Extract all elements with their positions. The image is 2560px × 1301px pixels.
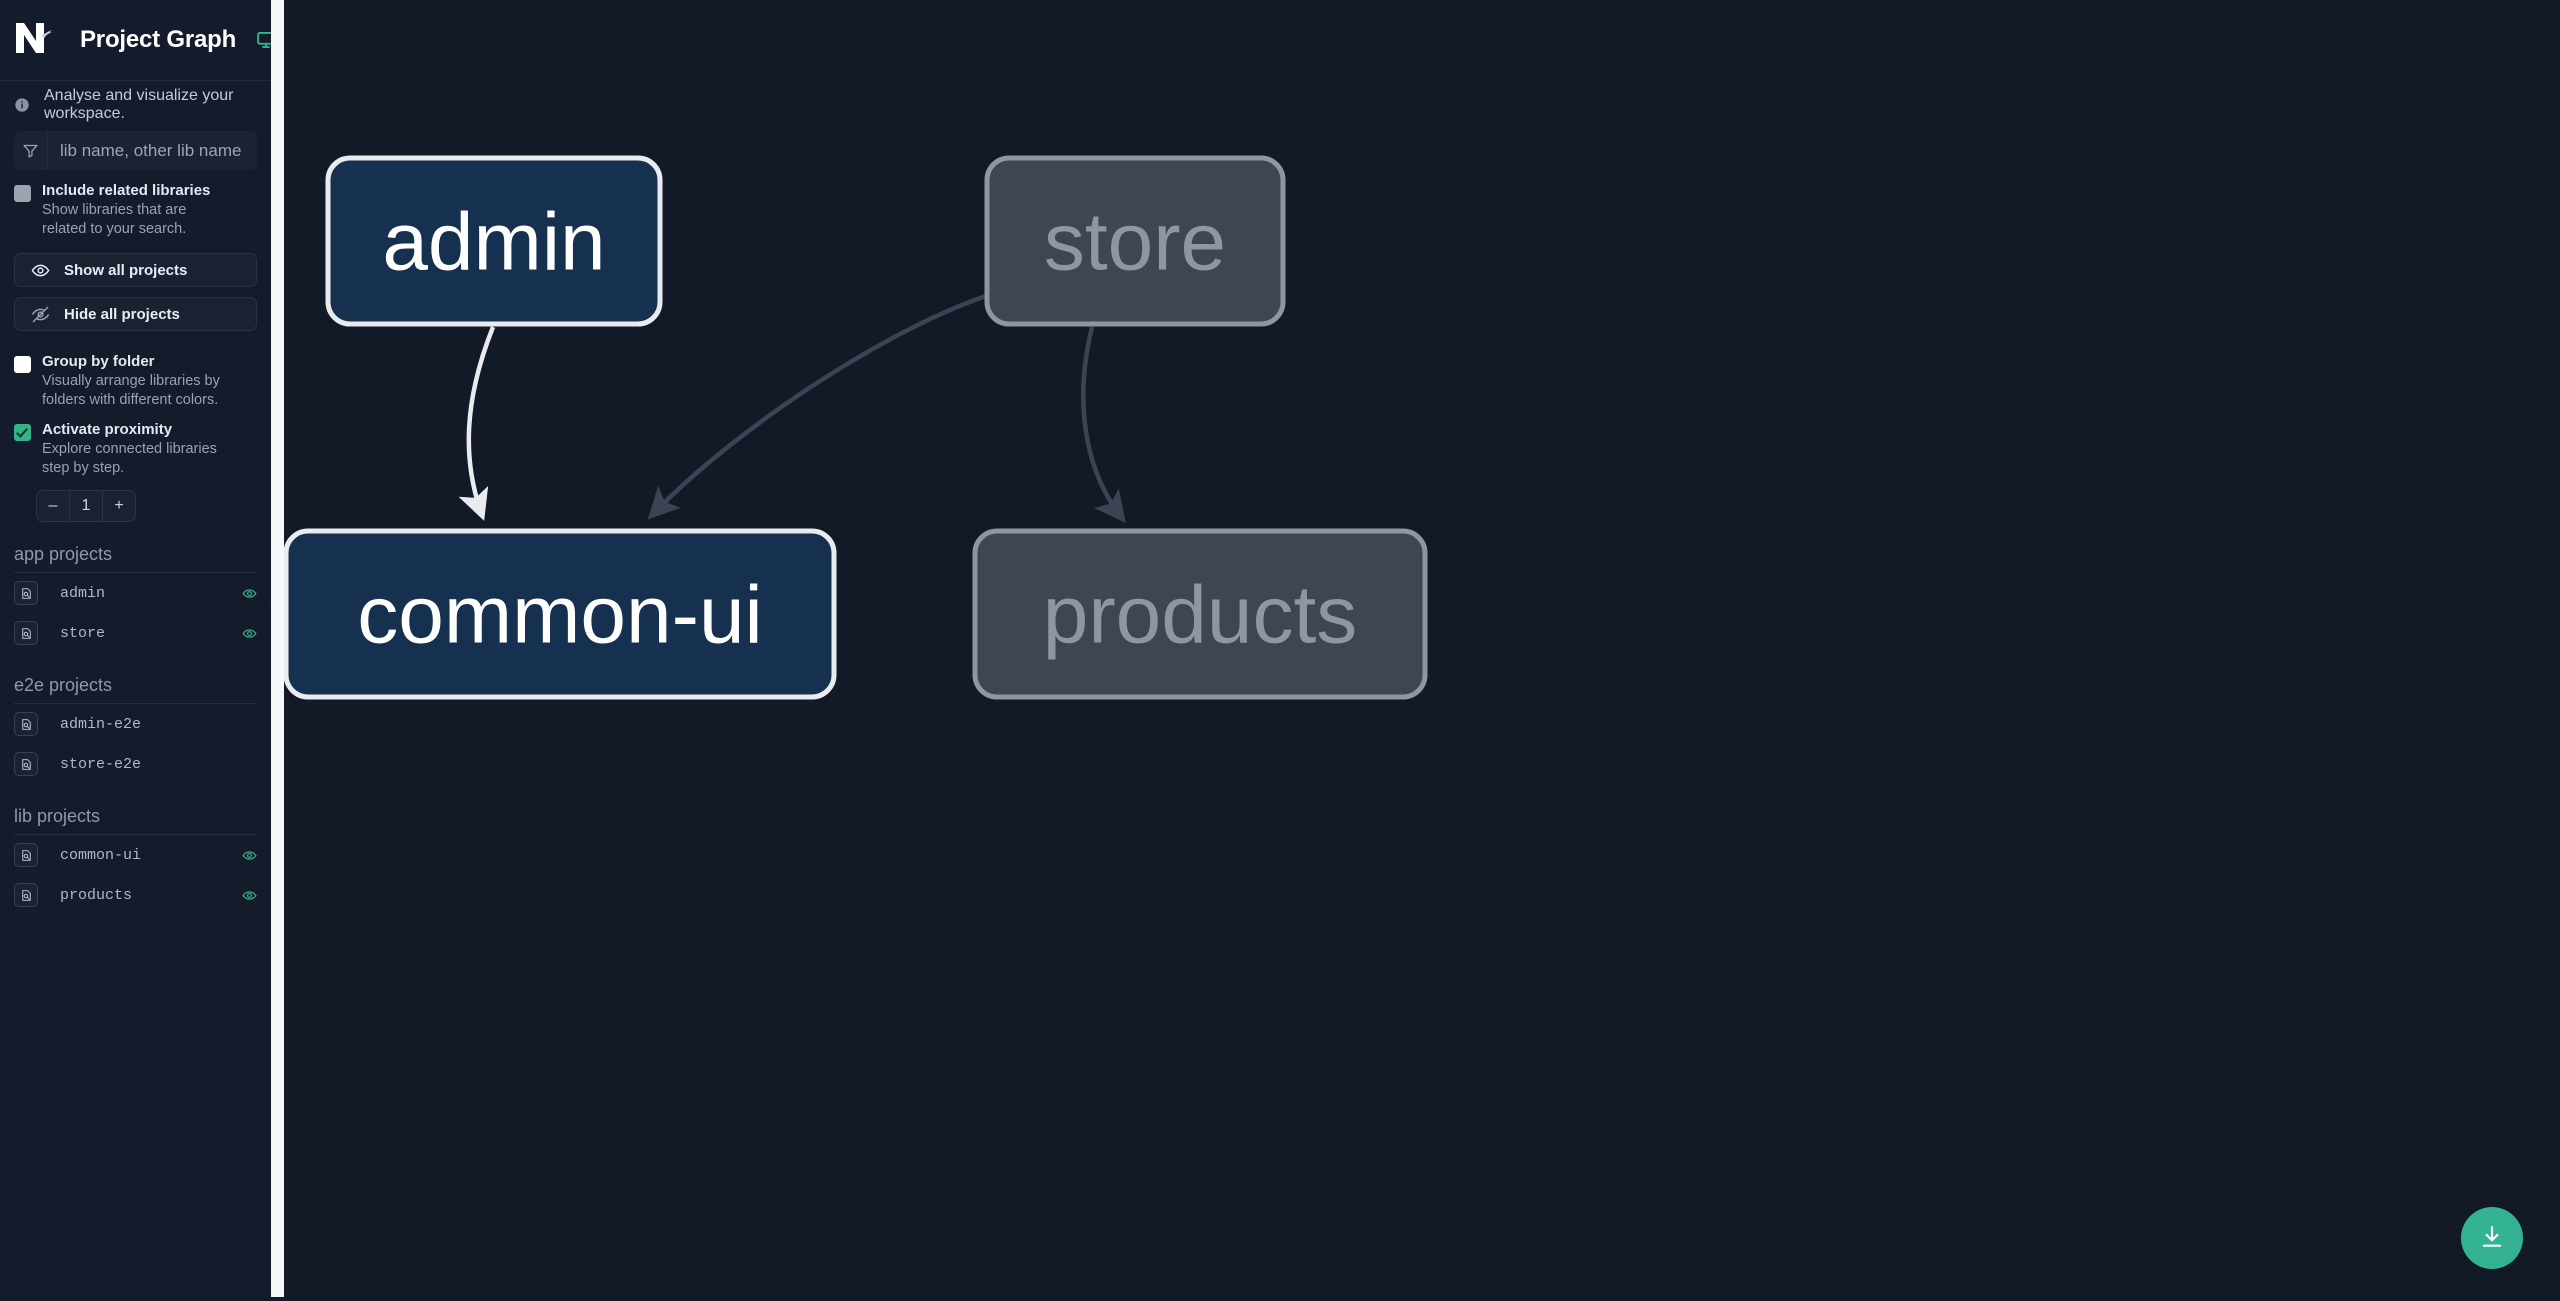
page-title: Project Graph — [80, 26, 237, 53]
project-icon — [14, 883, 38, 907]
project-row-products[interactable]: products — [0, 875, 271, 915]
node-admin-label: admin — [382, 197, 605, 288]
node-store-box[interactable] — [984, 155, 1286, 327]
eye-icon[interactable] — [242, 586, 257, 601]
hide-all-projects-button[interactable]: Hide all projects — [14, 297, 257, 331]
node-products-box[interactable] — [972, 528, 1428, 700]
option-description: Visually arrange libraries by folders wi… — [42, 373, 220, 408]
eye-icon — [31, 261, 50, 280]
project-groups: app projects admin store e2e projects admin-… — [0, 522, 271, 915]
option-include-related-libraries[interactable]: Include related libraries Show libraries… — [0, 170, 271, 239]
project-icon — [14, 752, 38, 776]
show-all-projects-label: Show all projects — [64, 261, 188, 279]
option-title: Group by folder — [42, 353, 155, 370]
download-graph-button[interactable] — [2461, 1207, 2523, 1269]
proximity-increment-button[interactable]: + — [114, 497, 124, 514]
activate-proximity-checkbox[interactable] — [14, 424, 31, 441]
eye-off-icon — [31, 305, 50, 324]
include-related-libraries-checkbox[interactable] — [14, 185, 31, 202]
node-common-ui-label: common-ui — [357, 570, 763, 661]
search-bar[interactable] — [14, 131, 257, 170]
eye-icon[interactable] — [242, 848, 257, 863]
option-title: Activate proximity — [42, 421, 173, 438]
edge-admin-to-common-ui[interactable] — [458, 326, 496, 521]
project-icon — [14, 581, 38, 605]
project-icon — [14, 712, 38, 736]
group-header-app-projects: app projects — [14, 522, 257, 573]
project-row-store[interactable]: store — [0, 613, 271, 653]
search-input[interactable] — [48, 131, 257, 170]
download-icon — [2479, 1224, 2505, 1253]
project-name: admin — [60, 584, 106, 602]
graph-canvas[interactable]: admin store common-ui products — [284, 0, 2560, 1301]
sidebar-subtitle: Analyse and visualize your workspace. — [0, 81, 271, 129]
edge-store-to-common-ui[interactable] — [647, 292, 990, 520]
project-name: admin-e2e — [60, 715, 142, 733]
group-header-lib-projects: lib projects — [14, 784, 257, 835]
sidebar: Project Graph Analyse and visualize your… — [0, 0, 271, 1297]
node-admin-box[interactable] — [325, 155, 663, 327]
graph-node-common-ui[interactable]: common-ui — [284, 528, 837, 700]
graph-edges — [458, 292, 1126, 523]
hide-all-projects-label: Hide all projects — [64, 305, 180, 323]
edge-store-to-products[interactable] — [1081, 326, 1126, 523]
sidebar-subtitle-text: Analyse and visualize your workspace. — [44, 87, 234, 122]
node-store-label: store — [1044, 197, 1226, 288]
project-name: store-e2e — [60, 755, 142, 773]
sidebar-scrollbar[interactable] — [271, 0, 284, 1297]
node-products-label: products — [1043, 570, 1358, 661]
option-description: Show libraries that are related to your … — [42, 202, 187, 237]
proximity-value: 1 — [70, 491, 103, 521]
project-name: common-ui — [60, 846, 142, 864]
project-row-store-e2e[interactable]: store-e2e — [0, 744, 271, 784]
proximity-decrement-button[interactable]: – — [37, 491, 70, 521]
project-row-common-ui[interactable]: common-ui — [0, 835, 271, 875]
eye-icon[interactable] — [242, 626, 257, 641]
project-row-admin[interactable]: admin — [0, 573, 271, 613]
info-icon — [14, 97, 30, 113]
group-by-folder-checkbox[interactable] — [14, 356, 31, 373]
eye-icon[interactable] — [242, 888, 257, 903]
node-common-ui-box[interactable] — [284, 528, 837, 700]
group-header-e2e-projects: e2e projects — [14, 653, 257, 704]
project-name: store — [60, 624, 106, 642]
option-description: Explore connected libraries step by step… — [42, 441, 217, 476]
project-icon — [14, 843, 38, 867]
option-activate-proximity[interactable]: Activate proximity Explore connected lib… — [0, 410, 271, 478]
monitor-icon[interactable] — [256, 30, 271, 50]
graph-node-admin[interactable]: admin — [325, 155, 663, 327]
graph-node-store[interactable]: store — [984, 155, 1286, 327]
option-group-by-folder[interactable]: Group by folder Visually arrange librari… — [0, 331, 271, 410]
graph-nodes: admin store common-ui products — [284, 155, 1428, 700]
nx-logo-icon — [14, 20, 60, 60]
project-name: products — [60, 886, 133, 904]
project-graph-svg: admin store common-ui products — [284, 155, 1428, 700]
project-icon — [14, 621, 38, 645]
filter-icon — [14, 131, 48, 170]
option-title: Include related libraries — [42, 182, 211, 199]
proximity-stepper[interactable]: – 1 + — [36, 490, 136, 522]
project-row-admin-e2e[interactable]: admin-e2e — [0, 704, 271, 744]
show-all-projects-button[interactable]: Show all projects — [14, 253, 257, 287]
graph-node-products[interactable]: products — [972, 528, 1428, 700]
sidebar-header: Project Graph — [0, 0, 271, 81]
